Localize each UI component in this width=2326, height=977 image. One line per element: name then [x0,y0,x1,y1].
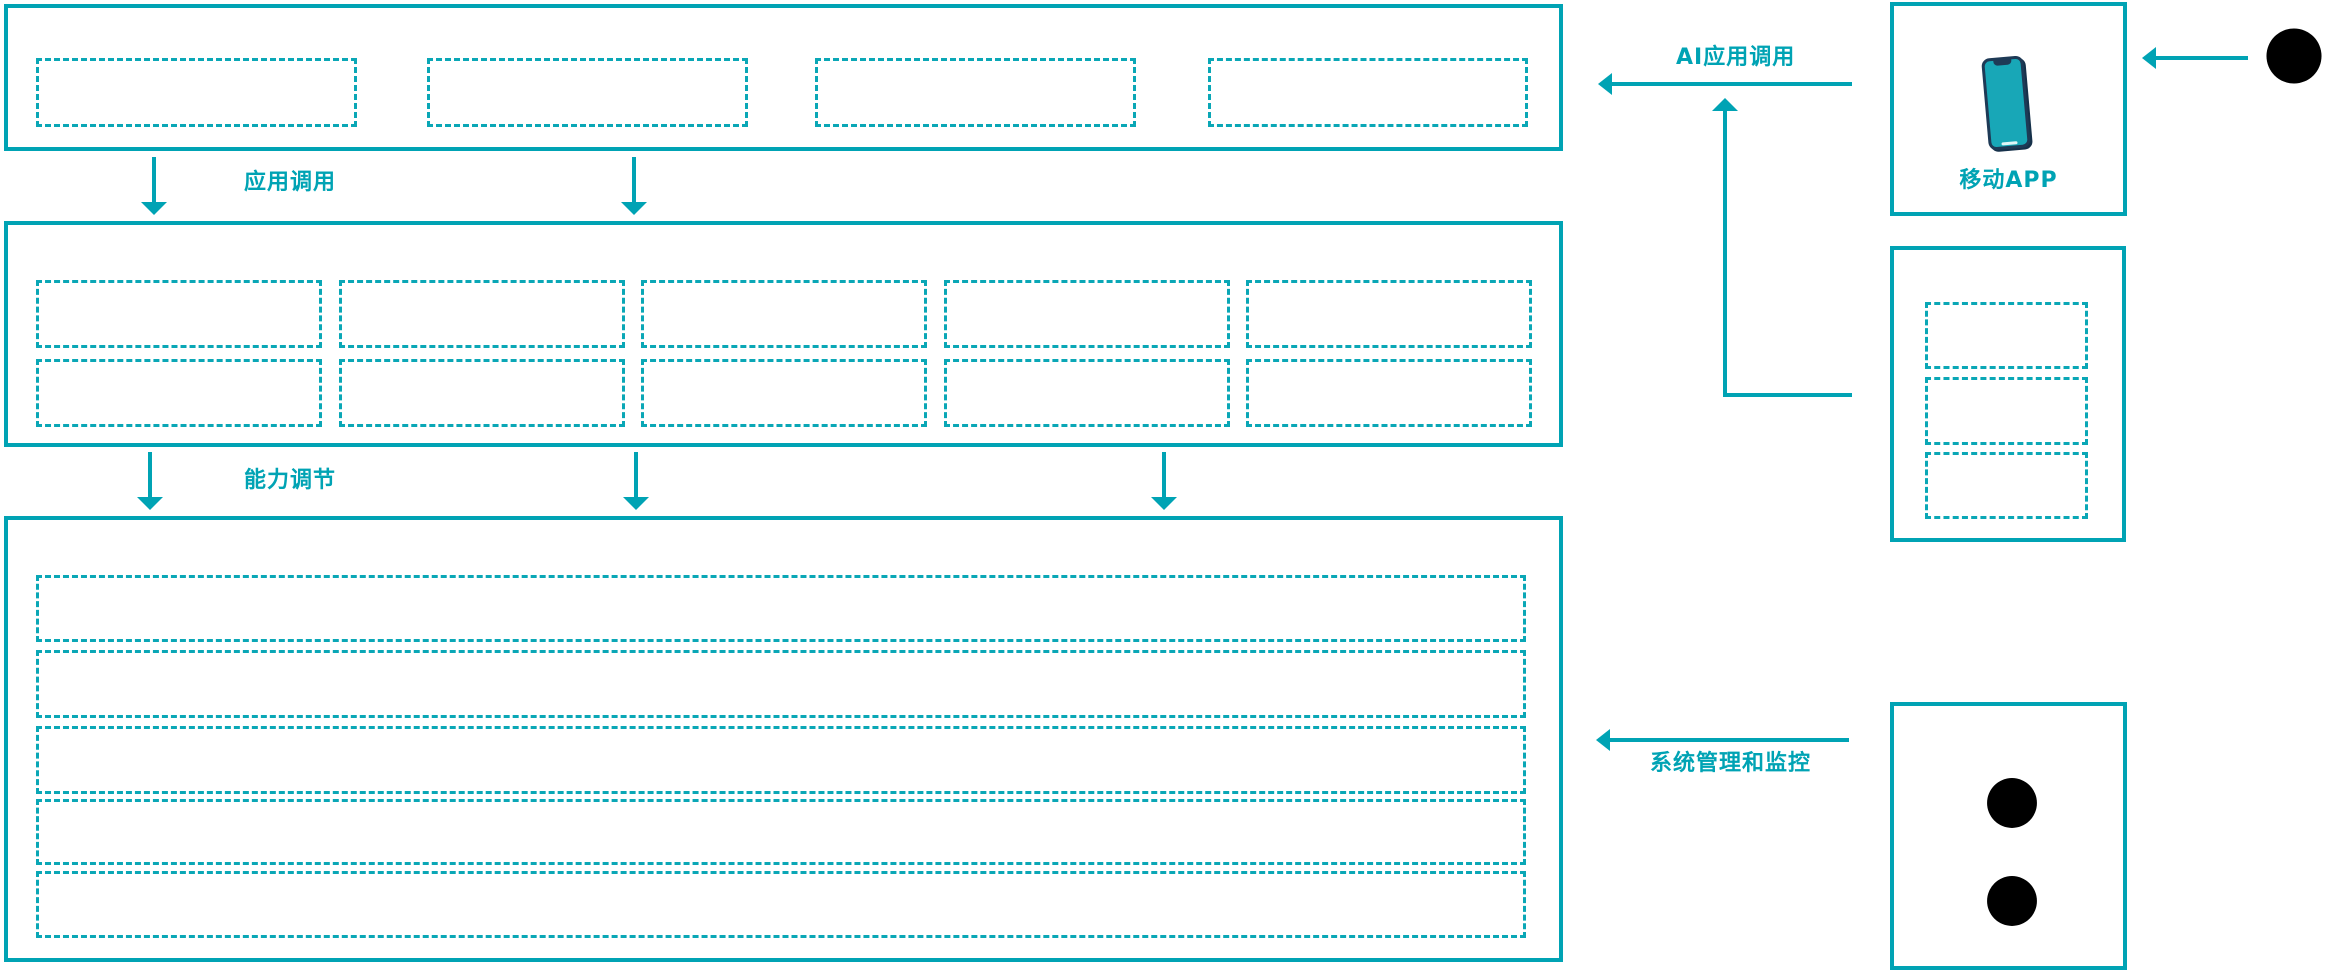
placeholder-box-gateway-2 [1925,377,2088,445]
placeholder-row-capability-1 [36,575,1526,642]
placeholder-box-platform-r2c2 [339,359,625,427]
down-arrow-line [632,157,636,203]
label-capability-adjust: 能力调节 [244,468,337,493]
smartphone-icon [1981,55,2031,151]
left-arrow-head [2142,47,2156,69]
placeholder-box-platform-r1c4 [944,280,1230,348]
left-arrow-line [1610,738,1849,742]
users-group-icon [1987,778,2037,828]
placeholder-row-capability-5 [36,871,1526,938]
left-arrow-line [1612,82,1852,86]
down-arrow-head [1151,497,1177,510]
placeholder-box-platform-r1c3 [641,280,927,348]
placeholder-box-platform-r1c2 [339,280,625,348]
users-group-icon [2266,28,2322,84]
placeholder-box-gateway-3 [1925,452,2088,519]
label-mobile-app: 移动APP [1959,168,2058,193]
placeholder-box-app-1 [36,58,357,127]
down-arrow-head [137,497,163,510]
up-arrow-line [1723,111,1727,397]
label-app-call: 应用调用 [244,170,337,195]
placeholder-box-platform-r2c4 [944,359,1230,427]
down-arrow-head [141,202,167,215]
placeholder-box-app-2 [427,58,748,127]
placeholder-box-platform-r2c3 [641,359,927,427]
placeholder-box-platform-r1c1 [36,280,322,348]
users-group-icon [1987,876,2037,926]
placeholder-row-capability-3 [36,726,1526,794]
placeholder-box-app-3 [815,58,1136,127]
up-arrow-head [1712,98,1738,111]
left-arrow-head [1598,73,1612,95]
capability-layer-box [4,516,1563,962]
up-arrow-elbow-line [1723,393,1852,397]
down-arrow-line [152,157,156,203]
placeholder-box-platform-r2c5 [1246,359,1532,427]
down-arrow-head [621,202,647,215]
placeholder-box-platform-r1c5 [1246,280,1532,348]
placeholder-row-capability-4 [36,799,1526,865]
label-ai-app-call: AI应用调用 [1676,45,1796,70]
label-system-mgmt: 系统管理和监控 [1650,751,1812,776]
down-arrow-line [148,452,152,498]
down-arrow-line [1162,452,1166,498]
placeholder-box-platform-r2c1 [36,359,322,427]
placeholder-box-app-4 [1208,58,1528,127]
down-arrow-line [634,452,638,498]
platform-layer-box [4,221,1563,447]
left-arrow-line [2156,56,2248,60]
down-arrow-head [623,497,649,510]
placeholder-row-capability-2 [36,650,1526,718]
smartphone-screen [1984,58,2028,148]
left-arrow-head [1596,729,1610,751]
placeholder-box-gateway-1 [1925,302,2088,369]
